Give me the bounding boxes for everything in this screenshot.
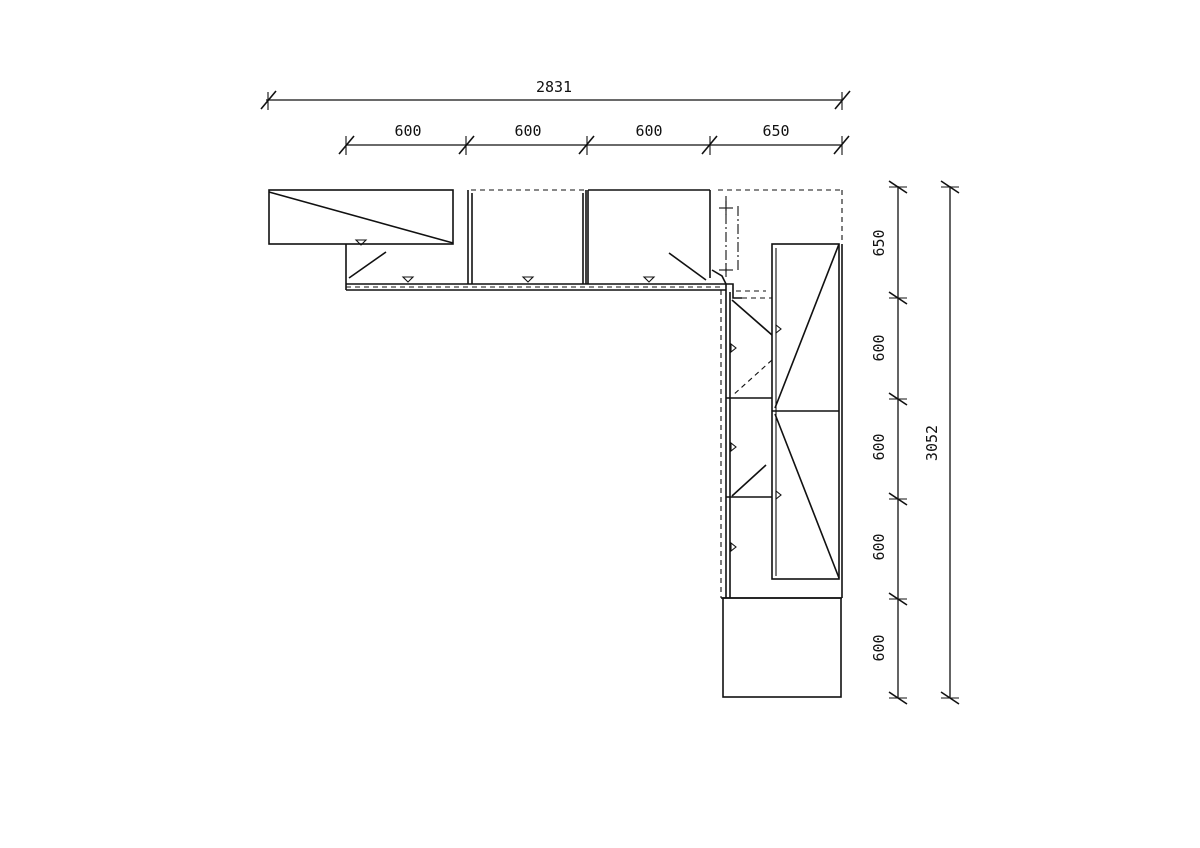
right-total-label: 3052 [923,425,941,461]
right-segment-dimensions: 650 600 600 600 600 [870,180,908,705]
base-cabinet-2 [471,189,587,284]
right-total-dimension: 3052 [923,180,960,705]
right-segment-label-4: 600 [870,533,888,560]
top-segment-label-3: 600 [635,122,662,140]
wall-cabinet-left [268,189,454,246]
side-base-cabinet-1 [730,299,773,397]
top-segment-label-1: 600 [394,122,421,140]
base-cabinet-1 [348,190,469,284]
top-total-label: 2831 [536,78,572,96]
top-segment-label-4: 650 [762,122,789,140]
tall-cabinet-column [771,243,840,580]
right-cabinet-row [720,243,843,698]
top-cabinet-row [268,189,843,299]
top-segment-label-2: 600 [514,122,541,140]
right-segment-label-5: 600 [870,634,888,661]
end-cabinet [722,597,842,698]
base-cabinet-3 [587,189,711,284]
right-segment-label-1: 650 [870,229,888,256]
right-segment-label-3: 600 [870,433,888,460]
right-segment-label-2: 600 [870,334,888,361]
corner-cabinet [711,189,843,299]
top-total-dimension: 2831 [260,78,851,110]
top-segment-dimensions: 600 600 600 650 [338,122,850,155]
side-base-cabinet-2 [730,441,767,553]
